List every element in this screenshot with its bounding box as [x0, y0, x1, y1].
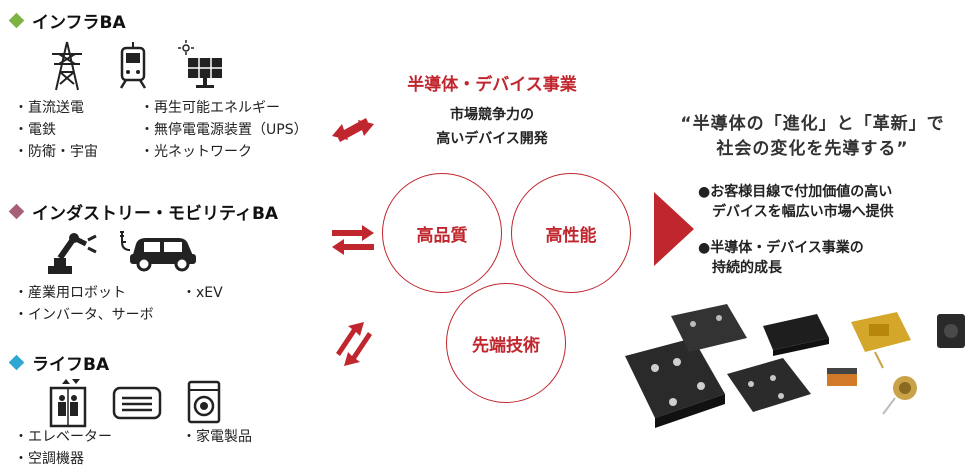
elevator-icon	[49, 379, 87, 428]
point-line: デバイスを幅広い市場へ提供	[712, 204, 894, 220]
laser-diode-image	[882, 376, 917, 415]
list-item: ・エレベーター	[14, 429, 112, 445]
point-line: ●半導体・デバイス事業の	[698, 240, 864, 256]
chip-package-image	[827, 368, 857, 386]
train-icon	[119, 42, 147, 89]
green-diamond-icon	[8, 12, 25, 29]
advanced-technology-circle: 先端技術	[446, 283, 566, 403]
list-item: ・産業用ロボット	[14, 285, 126, 301]
list-item: ・xEV	[182, 285, 223, 301]
list-item: ・防衛・宇宙	[14, 144, 98, 160]
center-title: 半導体・デバイス事業	[407, 75, 577, 95]
air-conditioner-icon	[112, 386, 162, 420]
circle-label: 先端技術	[472, 335, 540, 356]
list-item: ・インバータ、サーボ	[14, 307, 154, 323]
red-triangle-arrow-icon	[654, 192, 694, 266]
point-1: ●お客様目線で付加価値の高い デバイスを幅広い市場へ提供	[698, 182, 894, 222]
circle-label: 高性能	[545, 225, 597, 246]
industry-ba-title-text: インダストリー・モビリティBA	[32, 204, 279, 224]
point-line: ●お客様目線で付加価値の高い	[698, 184, 893, 200]
robot-arm-icon	[48, 233, 97, 274]
high-performance-circle: 高性能	[511, 173, 631, 293]
point-2: ●半導体・デバイス事業の 持続的成長	[698, 238, 864, 278]
electric-car-icon	[120, 231, 196, 272]
exchange-arrows-icon	[336, 322, 372, 366]
high-quality-circle: 高品質	[382, 173, 502, 293]
blue-diamond-icon	[8, 354, 25, 371]
mission-quote: “半導体の「進化」と「革新」で 社会の変化を先導する”	[650, 112, 975, 162]
power-module-image	[625, 338, 725, 428]
infra-ba-title-text: インフラBA	[32, 13, 126, 33]
exchange-arrows-icon	[332, 118, 374, 142]
ipm-module-image	[763, 314, 829, 356]
center-subtitle-line1: 市場競争力の	[450, 107, 534, 123]
life-list-col2: ・家電製品	[182, 426, 252, 448]
mauve-diamond-icon	[8, 203, 25, 220]
infra-list-col1: ・直流送電 ・電鉄 ・防衛・宇宙	[14, 97, 98, 163]
high-frequency-device-image	[851, 312, 911, 369]
power-module-image	[727, 358, 811, 412]
industry-list-col2: ・xEV	[182, 282, 223, 304]
list-item: ・直流送電	[14, 100, 84, 116]
quote-line: 社会の変化を先導する”	[716, 139, 909, 159]
industry-list-col1: ・産業用ロボット ・インバータ、サーボ	[14, 282, 154, 326]
list-item: ・電鉄	[14, 122, 56, 138]
point-line: 持続的成長	[712, 260, 782, 276]
center-subtitle-line2: 高いデバイス開発	[436, 131, 548, 147]
list-item: ・無停電電源装置（UPS）	[140, 122, 308, 138]
list-item: ・空調機器	[14, 451, 84, 467]
semiconductor-products-image	[625, 304, 965, 428]
list-item: ・光ネットワーク	[140, 144, 252, 160]
life-ba-title: ライフBA	[8, 350, 109, 375]
infra-list-col2: ・再生可能エネルギー ・無停電電源装置（UPS） ・光ネットワーク	[140, 97, 308, 163]
solar-panel-icon	[178, 40, 222, 88]
quote-line: “半導体の「進化」と「革新」で	[680, 114, 945, 134]
image-sensor-image	[937, 314, 965, 348]
industry-ba-title: インダストリー・モビリティBA	[8, 199, 278, 224]
power-tower-icon	[52, 41, 82, 91]
washing-machine-icon	[187, 380, 221, 424]
list-item: ・再生可能エネルギー	[140, 100, 280, 116]
life-list-col1: ・エレベーター ・空調機器	[14, 426, 112, 470]
circle-label: 高品質	[416, 225, 468, 246]
exchange-arrows-icon	[332, 225, 374, 255]
infra-ba-title: インフラBA	[8, 8, 126, 33]
list-item: ・家電製品	[182, 429, 252, 445]
life-ba-title-text: ライフBA	[32, 355, 110, 375]
power-module-image	[671, 304, 747, 352]
